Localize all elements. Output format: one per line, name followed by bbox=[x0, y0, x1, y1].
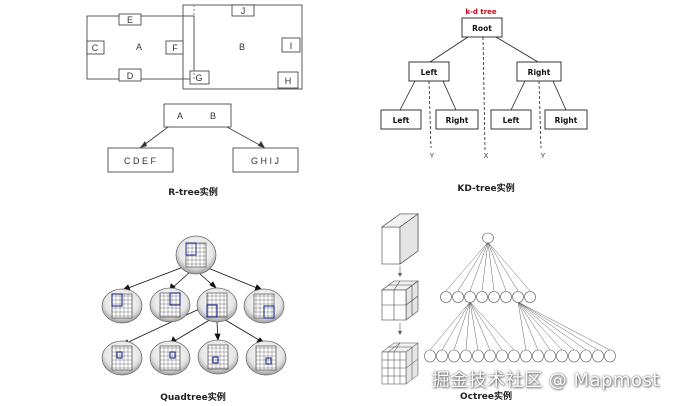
rtree-box-h: H bbox=[277, 71, 299, 89]
rtree-root-node: A B bbox=[163, 103, 232, 128]
kdtree-axis-x: X bbox=[484, 153, 489, 160]
kdtree-diagram: k-d tree Root X Left Right Y Y Left bbox=[380, 8, 588, 194]
kdtree-left-node: Left bbox=[408, 61, 450, 82]
rtree-label-b: B bbox=[239, 42, 245, 52]
rtree-label-a: A bbox=[136, 42, 142, 52]
svg-text:Right: Right bbox=[555, 116, 578, 125]
octree-cube-level1 bbox=[381, 280, 419, 321]
svg-text:C: C bbox=[92, 43, 99, 53]
svg-text:Right: Right bbox=[446, 116, 469, 125]
svg-text:Right: Right bbox=[528, 68, 551, 77]
kdtree-lr-node: Right bbox=[435, 109, 479, 130]
svg-text:Left: Left bbox=[503, 116, 520, 125]
kdtree-root-node: Root bbox=[461, 17, 503, 38]
quadtree-level2-node bbox=[197, 339, 239, 375]
rtree-box-f: F bbox=[165, 40, 184, 55]
kdtree-title: k-d tree bbox=[465, 8, 497, 16]
kdtree-ll-node: Left bbox=[380, 109, 422, 130]
quadtree-level2-node bbox=[149, 340, 191, 376]
rtree-leaf-right: G H I J bbox=[232, 147, 299, 173]
octree-cube-level0 bbox=[381, 213, 419, 265]
svg-text:D: D bbox=[127, 71, 134, 81]
quadtree-level1-node bbox=[196, 287, 238, 323]
octree-caption: Octree实例 bbox=[460, 390, 512, 402]
rtree-box-i: I bbox=[281, 37, 301, 53]
svg-text:G H I J: G H I J bbox=[251, 156, 279, 166]
svg-text:Left: Left bbox=[421, 68, 438, 77]
kdtree-rr-node: Right bbox=[544, 109, 588, 130]
quadtree-level1-node bbox=[149, 287, 191, 323]
rtree-box-g: G bbox=[189, 70, 210, 85]
rtree-diagram: A B E C F D J I G bbox=[86, 4, 303, 198]
octree-tree bbox=[424, 232, 616, 363]
rtree-box-j: J bbox=[231, 4, 255, 17]
quadtree-diagram: Quadtree实例 bbox=[101, 235, 287, 403]
quadtree-root-node bbox=[175, 235, 217, 275]
svg-text:Root: Root bbox=[472, 24, 492, 33]
quadtree-level1-node bbox=[243, 288, 285, 324]
kdtree-axis-y-left: Y bbox=[430, 153, 435, 160]
quadtree-level2-node bbox=[101, 340, 143, 376]
svg-text:J: J bbox=[241, 6, 246, 16]
svg-text:G: G bbox=[195, 73, 202, 83]
kdtree-right-node: Right bbox=[516, 61, 562, 82]
kdtree-rl-node: Left bbox=[490, 109, 532, 130]
kdtree-caption: KD-tree实例 bbox=[457, 182, 514, 194]
svg-text:E: E bbox=[127, 15, 133, 25]
svg-text:F: F bbox=[172, 43, 178, 53]
rtree-box-d: D bbox=[118, 68, 142, 82]
svg-text:A: A bbox=[177, 111, 183, 121]
svg-text:H: H bbox=[285, 76, 292, 86]
rtree-leaf-left: C D E F bbox=[107, 147, 174, 173]
rtree-box-e: E bbox=[118, 13, 142, 26]
kdtree-axis-y-right: Y bbox=[541, 153, 546, 160]
quadtree-level1-node bbox=[101, 288, 143, 324]
octree-diagram: Octree实例 bbox=[381, 213, 616, 402]
rtree-box-c: C bbox=[86, 40, 105, 55]
svg-text:Left: Left bbox=[393, 116, 410, 125]
rtree-caption: R-tree实例 bbox=[168, 186, 218, 198]
svg-text:C D E F: C D E F bbox=[124, 156, 157, 166]
quadtree-caption: Quadtree实例 bbox=[160, 391, 226, 403]
svg-text:B: B bbox=[210, 111, 216, 121]
watermark: 掘金技术社区 @ Mapmost bbox=[431, 370, 660, 391]
octree-cube-level2 bbox=[381, 342, 419, 385]
quadtree-level2-node bbox=[245, 340, 287, 376]
svg-text:I: I bbox=[290, 41, 293, 51]
